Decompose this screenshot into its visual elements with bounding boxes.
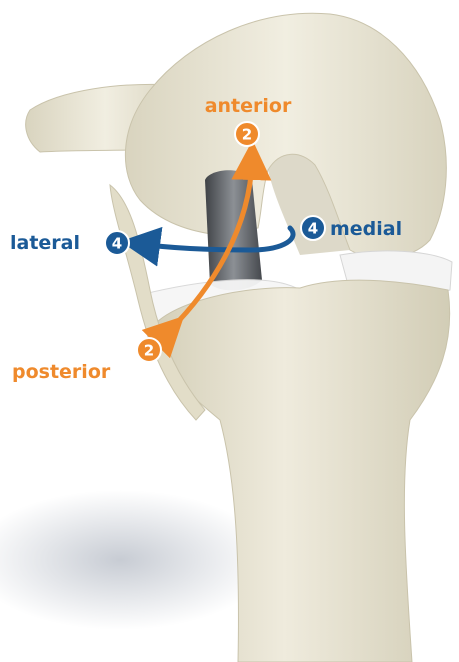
badge-lateral: 4	[105, 231, 129, 255]
floor-shadow	[0, 490, 270, 630]
label-medial: medial	[330, 218, 402, 240]
svg-text:2: 2	[242, 126, 252, 144]
label-posterior: posterior	[12, 361, 111, 383]
svg-text:2: 2	[144, 342, 154, 360]
badge-posterior: 2	[137, 338, 161, 362]
label-lateral: lateral	[10, 232, 80, 254]
badge-anterior: 2	[235, 122, 259, 146]
svg-text:4: 4	[308, 220, 318, 238]
badge-medial: 4	[301, 216, 325, 240]
label-anterior: anterior	[205, 95, 292, 117]
svg-text:4: 4	[112, 235, 122, 253]
